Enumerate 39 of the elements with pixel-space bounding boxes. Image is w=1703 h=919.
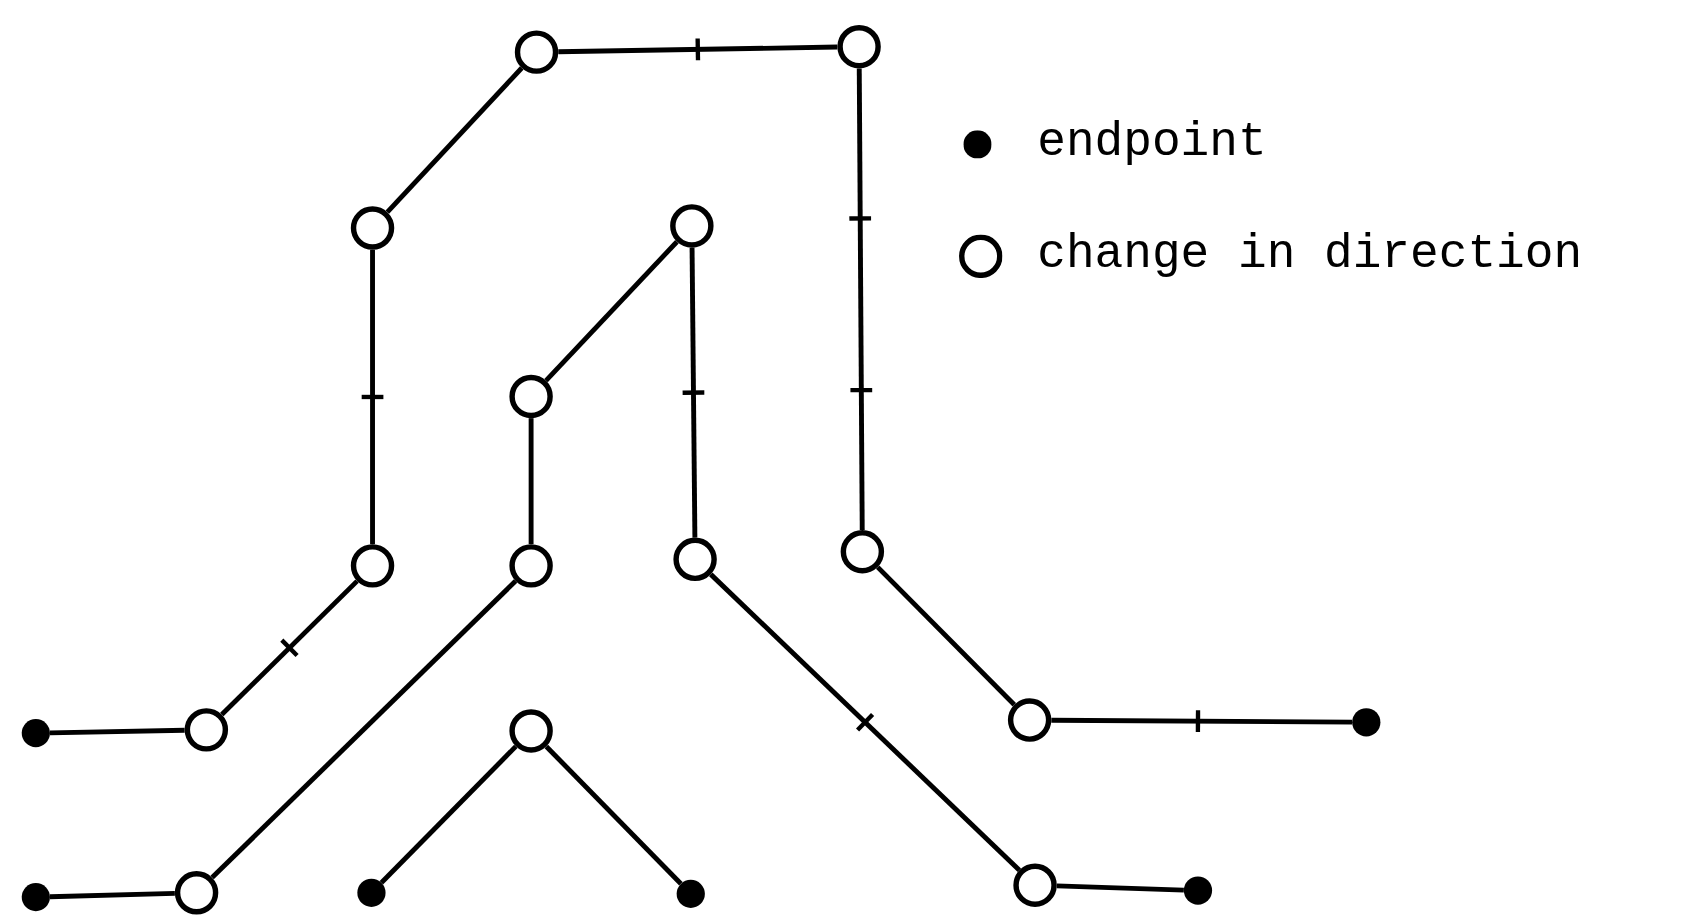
open-circle <box>174 871 219 915</box>
open-circle <box>509 709 553 753</box>
line-segment <box>1051 717 1353 725</box>
line-segment <box>370 249 375 545</box>
endpoint-dot <box>1183 876 1213 905</box>
open-circle <box>837 25 881 69</box>
legend-text: endpoint <box>1037 115 1267 170</box>
line-segment <box>49 727 185 736</box>
open-circle <box>184 708 229 752</box>
line-segment <box>544 744 683 886</box>
open-circle <box>1013 863 1057 907</box>
line-segment <box>385 66 524 214</box>
endpoint-dot <box>676 879 705 908</box>
line-segment <box>856 68 865 531</box>
open-circle <box>673 537 717 582</box>
endpoint-dot <box>21 883 50 912</box>
line-segment <box>528 418 534 545</box>
endpoint-dot <box>357 878 386 907</box>
endpoint-dot <box>1352 708 1381 737</box>
line-segment <box>1056 883 1184 893</box>
line-segment <box>558 44 838 55</box>
open-circle <box>350 544 395 588</box>
open-circle <box>509 374 553 419</box>
open-circle <box>514 30 559 74</box>
line-segment <box>49 890 175 900</box>
line-segment <box>709 572 1022 872</box>
open-circle <box>840 530 885 574</box>
legend-text: change in direction <box>1037 227 1583 282</box>
open-circle <box>670 204 714 248</box>
line-segment <box>544 240 679 383</box>
line-segment <box>210 579 518 880</box>
open-circle <box>1007 698 1052 742</box>
line-segment <box>689 247 698 538</box>
line-segment <box>220 579 359 717</box>
line-segment <box>379 744 518 885</box>
open-circle <box>509 544 553 588</box>
open-circle <box>350 206 395 250</box>
line-segment <box>875 565 1017 707</box>
endpoint-dot <box>21 719 50 748</box>
